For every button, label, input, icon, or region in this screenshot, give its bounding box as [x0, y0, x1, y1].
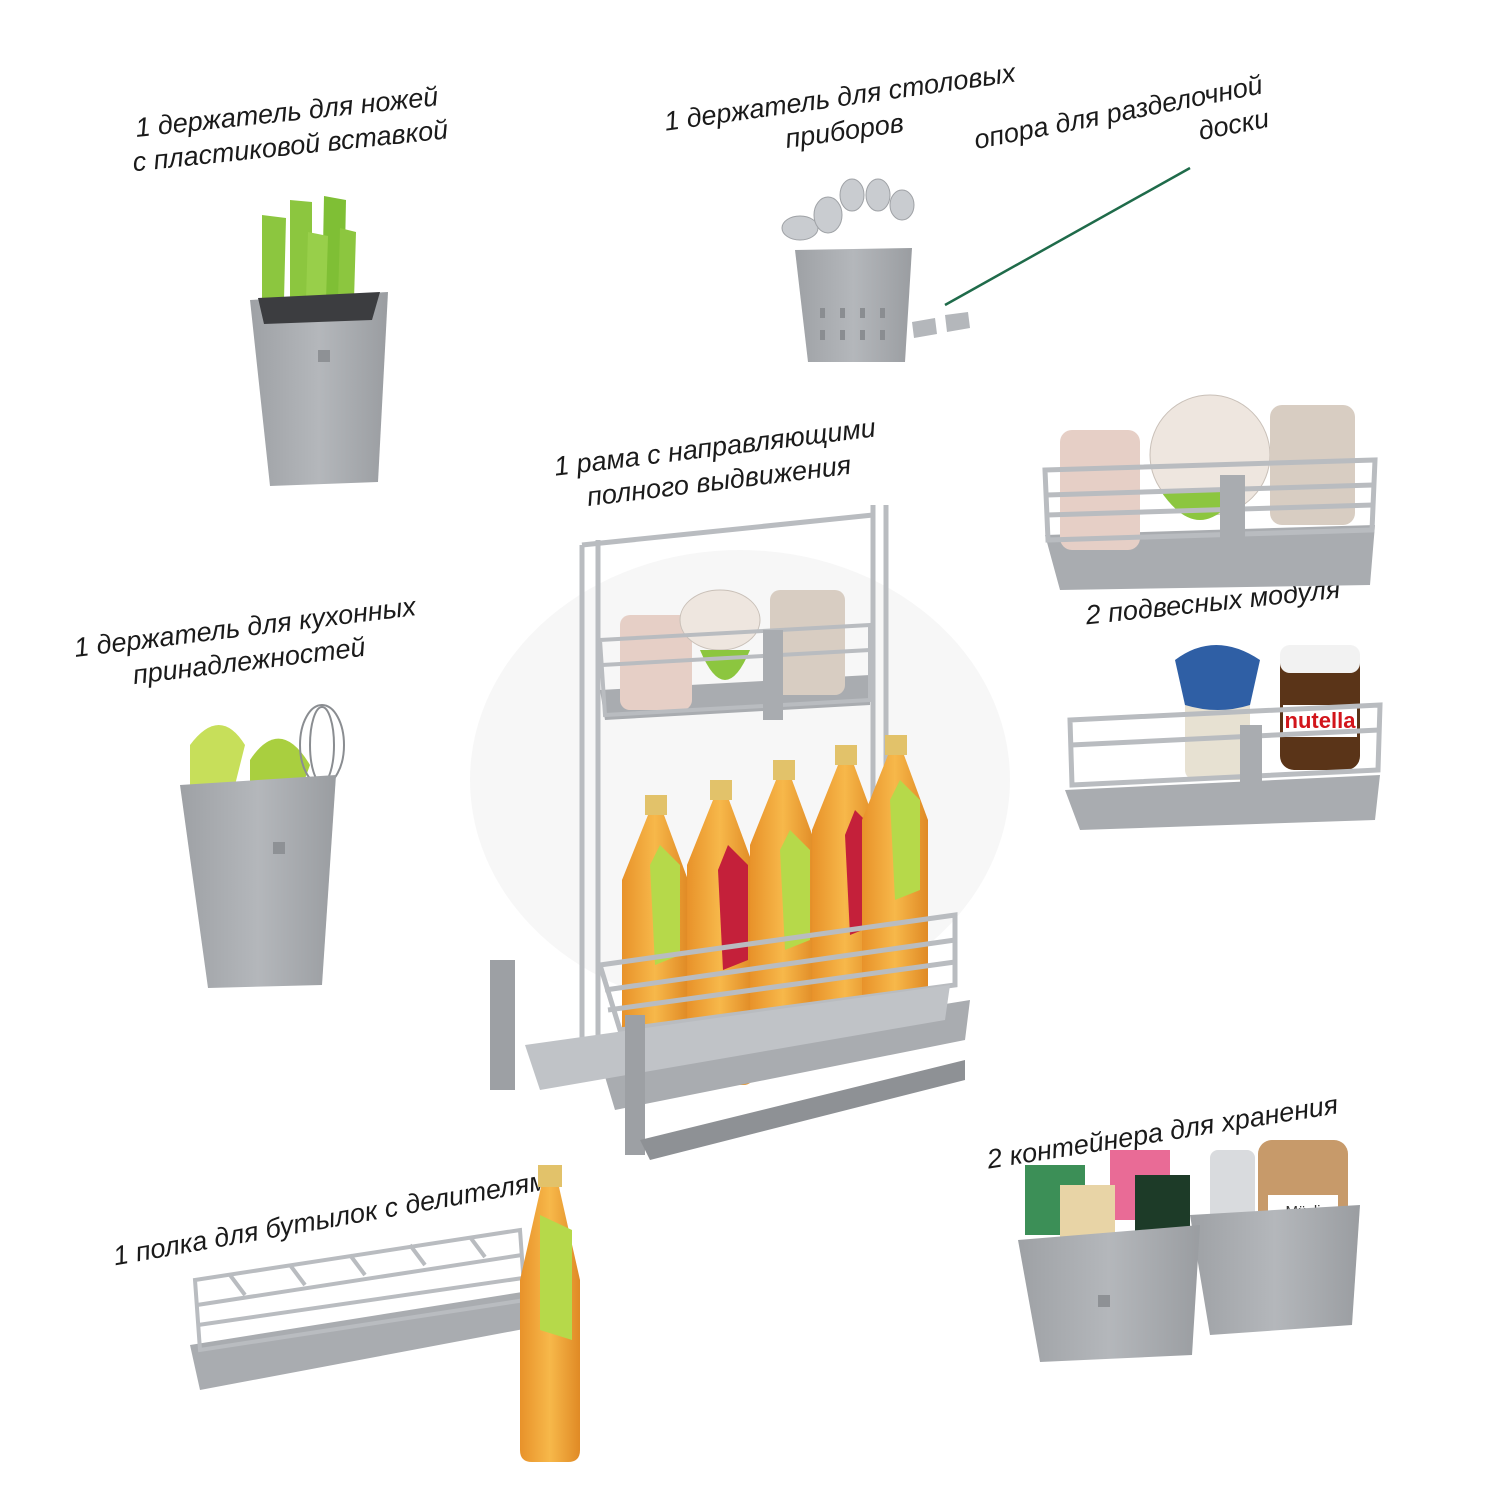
- leader-line: [944, 166, 1191, 307]
- hanging-module-jars-image: nutella: [1065, 645, 1383, 830]
- nutella-label: nutella: [1285, 708, 1357, 733]
- hanging-module-cups-image: [1042, 394, 1378, 590]
- cutlery-holder-image: [781, 178, 970, 362]
- bottle-shelf-image: [190, 1165, 580, 1462]
- utensil-holder-image: [180, 704, 345, 988]
- knife-holder-image: [250, 196, 388, 486]
- containers-image: Müsli: [1018, 1140, 1360, 1362]
- main-frame-image: [470, 505, 1010, 1160]
